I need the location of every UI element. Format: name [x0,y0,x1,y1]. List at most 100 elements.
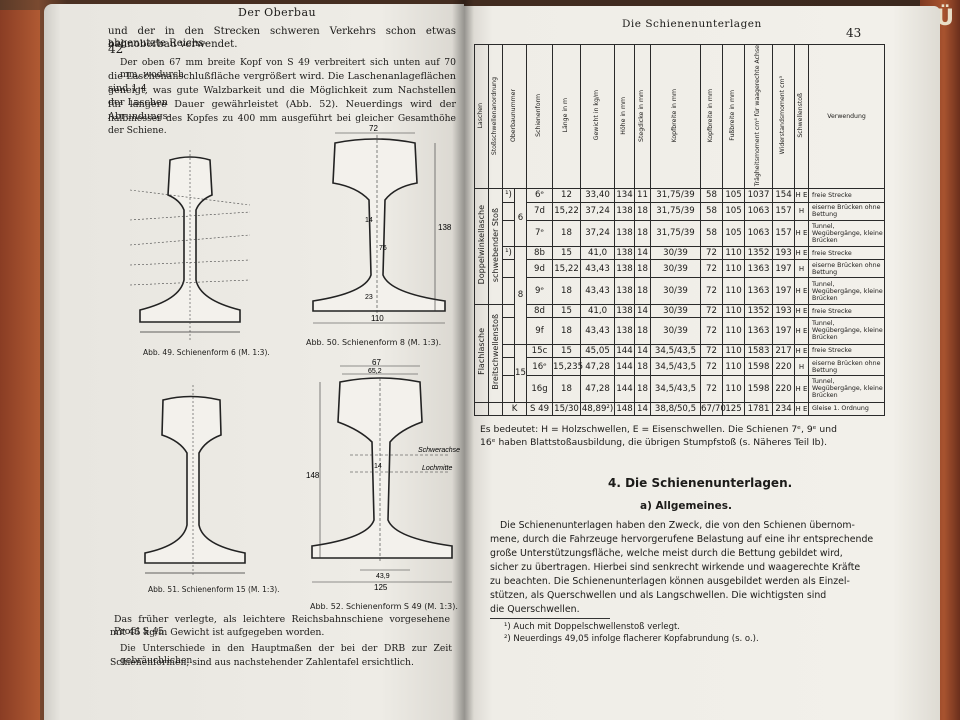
footnote-marker-cell [502,201,515,221]
table-cell: 15,22 [552,201,582,221]
verwendung-cell: eiserne Brücken ohne Bettung [808,201,886,221]
text-line: für längere Dauer gewährleistet (Abb. 52… [108,99,456,123]
text-line: bahnoberbau verwendet. [108,39,238,50]
table-cell: 72 [700,277,724,305]
col-header: Gewicht in kg/m [580,43,616,190]
col-header: Oberbaunummer [501,43,528,190]
subsection-title: a) Allgemeines. [640,500,732,512]
fig52-dim-bottom: 125 [374,583,388,592]
text-line: Das früher verlegte, als leichtere Reich… [114,614,450,638]
figure-49-caption: Abb. 49. Schienenform 6 (M. 1:3). [143,348,270,357]
text-line: mit 45 kg/m Gewicht ist aufgegeben worde… [110,627,325,638]
table-cell: 14 [634,401,652,417]
col-header: Verwendung [808,43,886,190]
col-header: Fußbreite in mm [722,43,746,190]
schwellenstoss-cell: H E [794,277,810,305]
table-cell: 18 [634,277,652,305]
figure-52-caption: Abb. 52. Schienenform S 49 (M. 1:3). [310,602,458,611]
verwendung-cell: freie Strecke [808,188,886,203]
cover-edge-text: Ü [936,6,954,31]
verwendung-cell: eiserne Brücken ohne Bettung [808,356,886,377]
table-cell: 138 [614,201,636,221]
table-cell: 110 [722,317,746,345]
text-line: halbmesser des Kopfes zu 400 mm ausgefüh… [108,113,456,137]
fig50-dim-mid: 76 [379,245,387,252]
section-title: 4. Die Schienenunterlagen. [608,476,793,490]
table-cell: 72 [700,343,724,358]
figure-51-rail-profile [144,385,246,575]
footnote-rule [490,618,610,619]
table-cell: 47,28 [580,356,616,377]
table-cell: 197 [772,317,796,345]
table-cell: 72 [700,246,724,261]
col-header: Kopfbreite in mm [700,43,724,190]
table-cell: 15 [552,246,582,261]
rail-dimensions-table: Laschen Stoßschwellenanordnung Oberbaunu… [474,43,886,417]
table-cell: 220 [772,356,796,377]
table-cell: 105 [722,219,746,248]
text-line: geneigt, was gute Walzbarkeit und die Mö… [108,85,456,109]
table-cell: 1063 [744,219,774,248]
table-cell: 138 [614,317,636,345]
fig52-dim-top1: 67 [372,358,381,367]
table-cell: 18 [634,201,652,221]
col-header: Schwellenstoß [794,43,810,190]
oberbau-cell: 15 [513,343,528,403]
schwellenstoss-cell: H E [794,219,810,248]
table-cell: 138 [614,246,636,261]
table-cell: 31,75/39 [650,219,702,248]
footnote-marker-cell [502,356,515,377]
table-cell: 18 [634,317,652,345]
right-page-header: Die Schienenunterlagen [622,18,762,30]
table-cell: 30/39 [650,259,702,279]
footnote: ¹) Auch mit Doppelschwellenstoß verlegt. [504,622,680,632]
table-cell: 67/70 [700,401,726,417]
table-cell: 14 [634,303,652,319]
table-cell: 37,24 [580,219,616,248]
table-cell: 105 [722,201,746,221]
schwellenstoss-cell: H E [794,303,810,319]
col-header: Laschen [474,43,489,190]
table-cell: 157 [772,219,796,248]
table-cell: 34,5/43,5 [650,356,702,377]
table-cell: 6ᵉ [526,188,554,203]
table-cell: 18 [634,375,652,403]
table-cell: 15,22 [552,259,582,279]
table-cell: 1598 [744,356,774,377]
table-cell: 18 [552,277,582,305]
table-cell: 18 [552,317,582,345]
table-cell: 138 [614,277,636,305]
table-cell: 110 [722,277,746,305]
table-cell: 1352 [744,303,774,319]
table-cell: 1583 [744,343,774,358]
table-cell: 15,235 [552,356,583,377]
fig52-label-lochmitte: Lochmitte [422,465,452,472]
col-header: Schienenform [526,43,554,190]
table-cell: 220 [772,375,796,403]
fig50-dim-top: 72 [369,124,378,133]
table-cell: 72 [700,375,724,403]
footnote-marker-cell: ¹) [502,246,515,261]
table-cell: 110 [722,259,746,279]
right-page-number: 43 [846,26,862,40]
table-cell: 9ᵉ [526,277,554,305]
table-cell: 197 [772,277,796,305]
table-cell: 144 [614,375,636,403]
text-line: die Laschenanschlußfläche vergrößert wir… [108,71,456,95]
table-cell: 38,8/50,5 [650,401,702,417]
text-line: Es bedeutet: H = Holzschwellen, E = Eise… [480,424,837,435]
fig50-dim-side: 138 [438,223,452,232]
table-cell: 34,5/43,5 [650,375,702,403]
table-cell: 58 [700,188,724,203]
verwendung-cell: freie Strecke [808,343,886,358]
table-cell: 144 [614,356,636,377]
table-cell: S 49 [526,401,554,417]
table-cell: 138 [614,259,636,279]
oberbau-cell: 6 [513,188,528,248]
oberbau-cell: 8 [513,246,528,345]
col-header: Länge in m [552,43,582,190]
table-cell: 72 [700,303,724,319]
table-cell: 8d [526,303,554,319]
table-cell: 15c [526,343,554,358]
